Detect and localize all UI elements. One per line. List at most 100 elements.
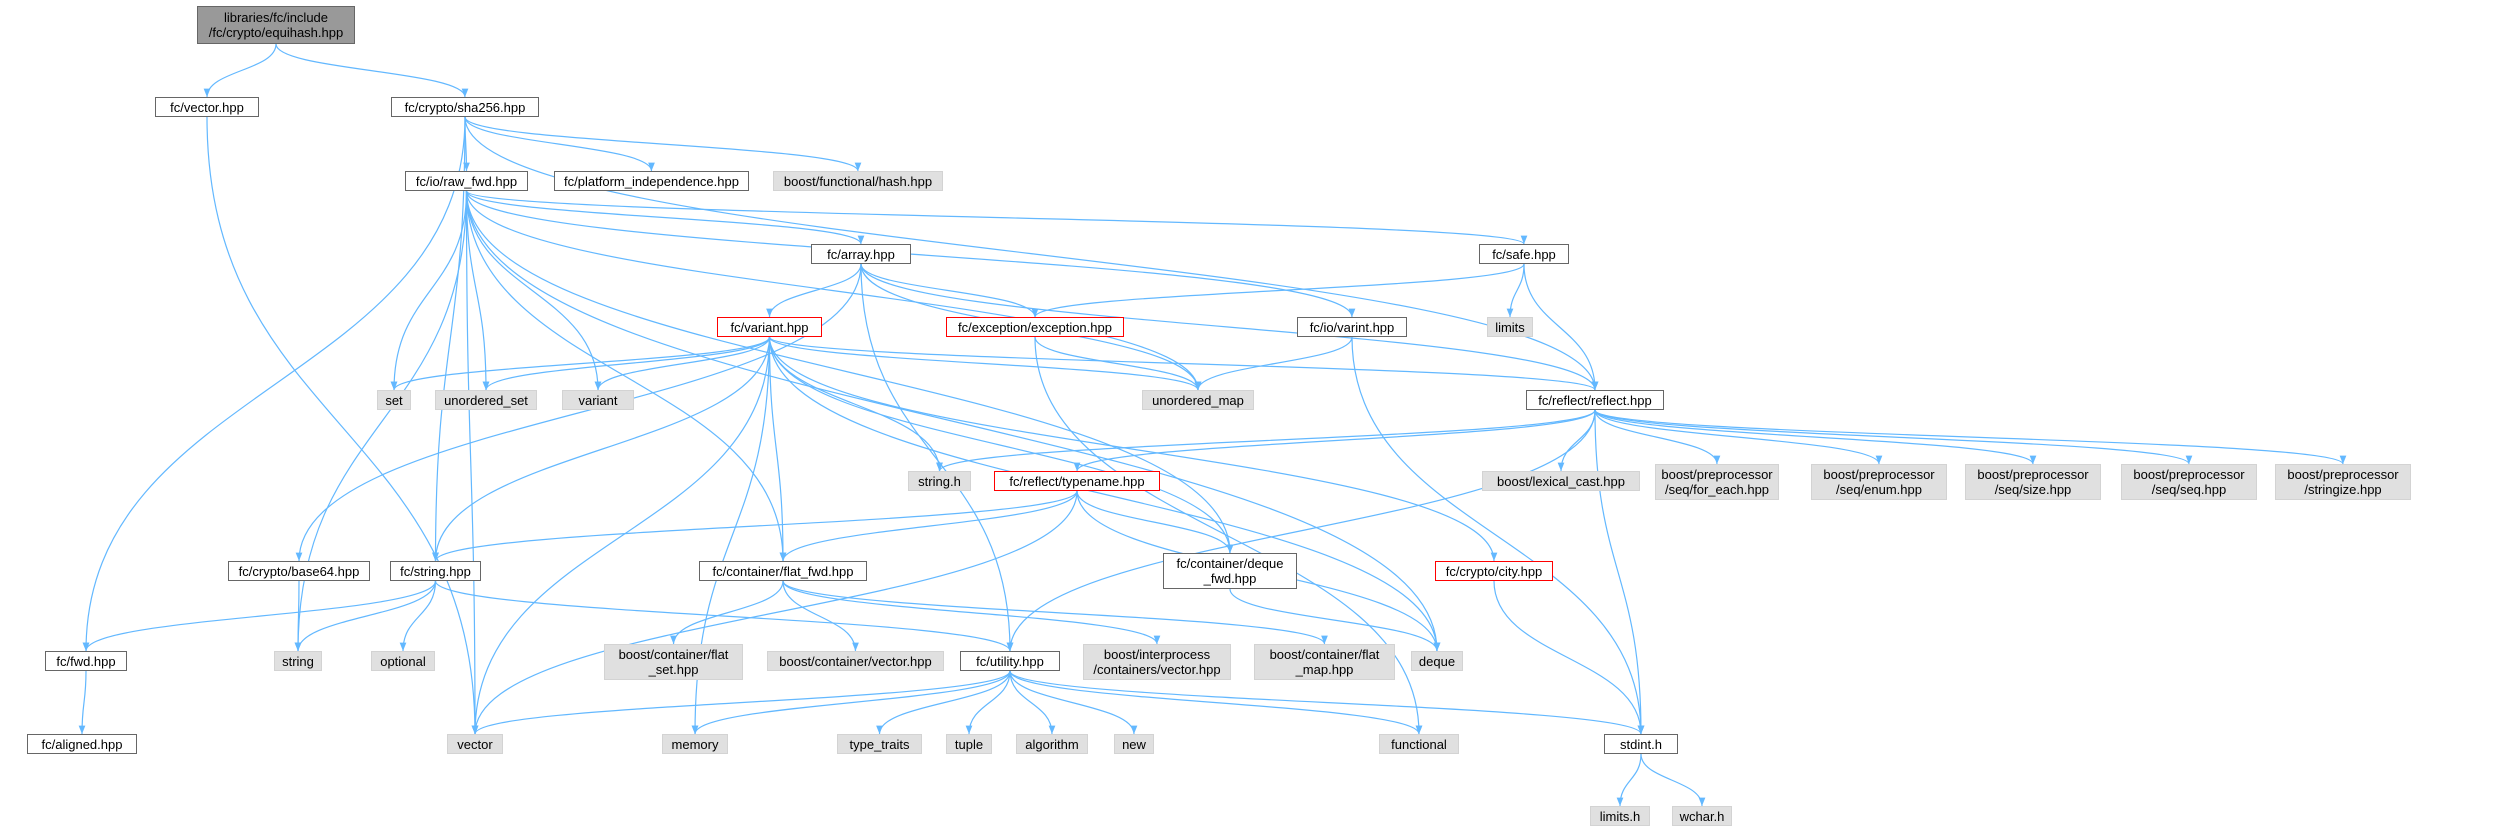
node-deque-label: deque: [1418, 653, 1456, 669]
edge-reflect-to-typename: [1073, 409, 1596, 472]
edge-sha256-to-platform_independence: [464, 116, 655, 172]
node-unordered-map: unordered_map: [1142, 390, 1254, 410]
edge-base64-to-string: [294, 580, 302, 652]
node-wchar: wchar.h: [1672, 806, 1732, 826]
node-limits-h: limits.h: [1590, 806, 1650, 826]
node-stringize-line2: /stringize.hpp: [2304, 482, 2382, 497]
node-for-each-line2: /seq/for_each.hpp: [1664, 482, 1770, 497]
edge-utility-to-algorithm: [1009, 670, 1056, 735]
node-interprocess-vector: boost/interprocess /containers/vector.hp…: [1083, 644, 1231, 680]
edge-exception-to-functional: [1034, 336, 1423, 735]
node-array-label: fc/array.hpp: [827, 246, 895, 262]
edge-reflect-to-utility: [1006, 409, 1596, 652]
node-safe-label: fc/safe.hpp: [1492, 246, 1556, 262]
node-stdint-label: stdint.h: [1620, 736, 1662, 752]
edge-exception-to-unordered_map: [1034, 336, 1202, 391]
node-array[interactable]: fc/array.hpp: [811, 244, 911, 264]
node-sha256[interactable]: fc/crypto/sha256.hpp: [391, 97, 539, 117]
edge-flat_fwd-to-flat_map: [782, 580, 1328, 645]
edge-raw_fwd-to-deque_fwd: [465, 190, 1234, 554]
edge-array-to-variant_hpp: [766, 263, 862, 318]
node-vector-hpp[interactable]: fc/vector.hpp: [155, 97, 259, 117]
node-deque-fwd-line1: fc/container/deque: [1176, 556, 1284, 571]
edge-utility-to-new: [1009, 670, 1138, 735]
node-sha256-label: fc/crypto/sha256.hpp: [404, 99, 526, 115]
node-for-each: boost/preprocessor /seq/for_each.hpp: [1655, 464, 1779, 500]
node-deque: deque: [1411, 651, 1463, 671]
edge-utility-to-stdint: [1009, 670, 1645, 735]
node-varint[interactable]: fc/io/varint.hpp: [1297, 317, 1407, 337]
edge-raw_fwd-to-variant: [465, 190, 602, 391]
node-exception[interactable]: fc/exception/exception.hpp: [946, 317, 1124, 337]
node-tuple: tuple: [946, 734, 992, 754]
node-fwd-label: fc/fwd.hpp: [56, 653, 116, 669]
edge-sha256-to-fwd: [82, 116, 466, 652]
edge-fc_string-to-utility: [434, 580, 1014, 652]
edge-city-to-stdint: [1493, 580, 1645, 735]
edge-fc_string-to-fwd: [82, 580, 437, 652]
node-reflect[interactable]: fc/reflect/reflect.hpp: [1526, 390, 1664, 410]
node-algorithm: algorithm: [1016, 734, 1088, 754]
edge-variant_hpp-to-city: [768, 336, 1498, 562]
edge-flat_fwd-to-flat_set: [670, 580, 784, 645]
node-wchar-label: wchar.h: [1679, 808, 1725, 824]
edge-vector_hpp-to-vector: [206, 116, 479, 735]
node-boost-hash: boost/functional/hash.hpp: [773, 171, 943, 191]
node-interprocess-vector-line1: boost/interprocess: [1103, 647, 1211, 662]
node-utility[interactable]: fc/utility.hpp: [960, 651, 1060, 671]
node-stdint[interactable]: stdint.h: [1604, 734, 1678, 754]
node-string-h: string.h: [908, 471, 971, 491]
node-base64-label: fc/crypto/base64.hpp: [238, 563, 360, 579]
node-stringize: boost/preprocessor /stringize.hpp: [2275, 464, 2411, 500]
edge-variant_hpp-to-unordered_set: [482, 336, 771, 391]
node-functional: functional: [1379, 734, 1459, 754]
node-fc-string-label: fc/string.hpp: [400, 563, 471, 579]
edge-raw_fwd-to-deque: [465, 190, 1441, 652]
node-string-label: string: [282, 653, 314, 669]
node-variant: variant: [562, 390, 634, 410]
edge-raw_fwd-to-array: [465, 190, 865, 245]
node-base64[interactable]: fc/crypto/base64.hpp: [228, 561, 370, 581]
node-safe[interactable]: fc/safe.hpp: [1479, 244, 1569, 264]
edge-variant_hpp-to-set: [390, 336, 771, 391]
node-variant-hpp-label: fc/variant.hpp: [730, 319, 809, 335]
node-typename[interactable]: fc/reflect/typename.hpp: [994, 471, 1160, 491]
node-functional-label: functional: [1391, 736, 1447, 752]
node-fc-string[interactable]: fc/string.hpp: [390, 561, 481, 581]
node-raw-fwd[interactable]: fc/io/raw_fwd.hpp: [405, 171, 528, 191]
edge-typename-to-fc_string: [432, 490, 1078, 562]
node-seq-size-line1: boost/preprocessor: [1977, 467, 2089, 482]
node-seq-enum-line1: boost/preprocessor: [1823, 467, 1935, 482]
edge-utility-to-memory: [691, 670, 1011, 735]
edge-typename-to-flat_fwd: [779, 490, 1078, 562]
node-unordered-set-label: unordered_set: [444, 392, 528, 408]
node-algorithm-label: algorithm: [1025, 736, 1079, 752]
node-city[interactable]: fc/crypto/city.hpp: [1435, 561, 1553, 581]
node-aligned-label: fc/aligned.hpp: [41, 736, 123, 752]
edge-fwd-to-aligned: [78, 670, 87, 735]
edge-raw_fwd-to-unordered_map: [465, 190, 1202, 391]
edge-raw_fwd-to-set: [390, 190, 468, 391]
edge-utility-to-type_traits: [876, 670, 1011, 735]
edge-reflect-to-string_h: [936, 409, 1596, 472]
node-flat-fwd[interactable]: fc/container/flat_fwd.hpp: [699, 561, 867, 581]
node-lexical-cast: boost/lexical_cast.hpp: [1482, 471, 1640, 491]
node-string-h-label: string.h: [918, 473, 961, 489]
node-deque-fwd[interactable]: fc/container/deque _fwd.hpp: [1163, 553, 1297, 589]
node-fwd[interactable]: fc/fwd.hpp: [45, 651, 127, 671]
node-container-vector: boost/container/vector.hpp: [767, 651, 944, 671]
edge-safe-to-exception: [1031, 263, 1525, 318]
node-type-traits: type_traits: [837, 734, 922, 754]
node-seq-enum: boost/preprocessor /seq/enum.hpp: [1811, 464, 1947, 500]
edge-sha256-to-boost_hash: [464, 116, 862, 172]
node-new: new: [1114, 734, 1154, 754]
node-flat-set: boost/container/flat _set.hpp: [604, 644, 743, 680]
node-platform-independence[interactable]: fc/platform_independence.hpp: [554, 171, 749, 191]
edge-variant_hpp-to-flat_fwd: [768, 336, 787, 562]
node-variant-hpp[interactable]: fc/variant.hpp: [717, 317, 822, 337]
edge-utility-to-vector: [471, 670, 1011, 735]
edge-utility-to-tuple: [965, 670, 1011, 735]
node-aligned[interactable]: fc/aligned.hpp: [27, 734, 137, 754]
node-optional-label: optional: [380, 653, 426, 669]
